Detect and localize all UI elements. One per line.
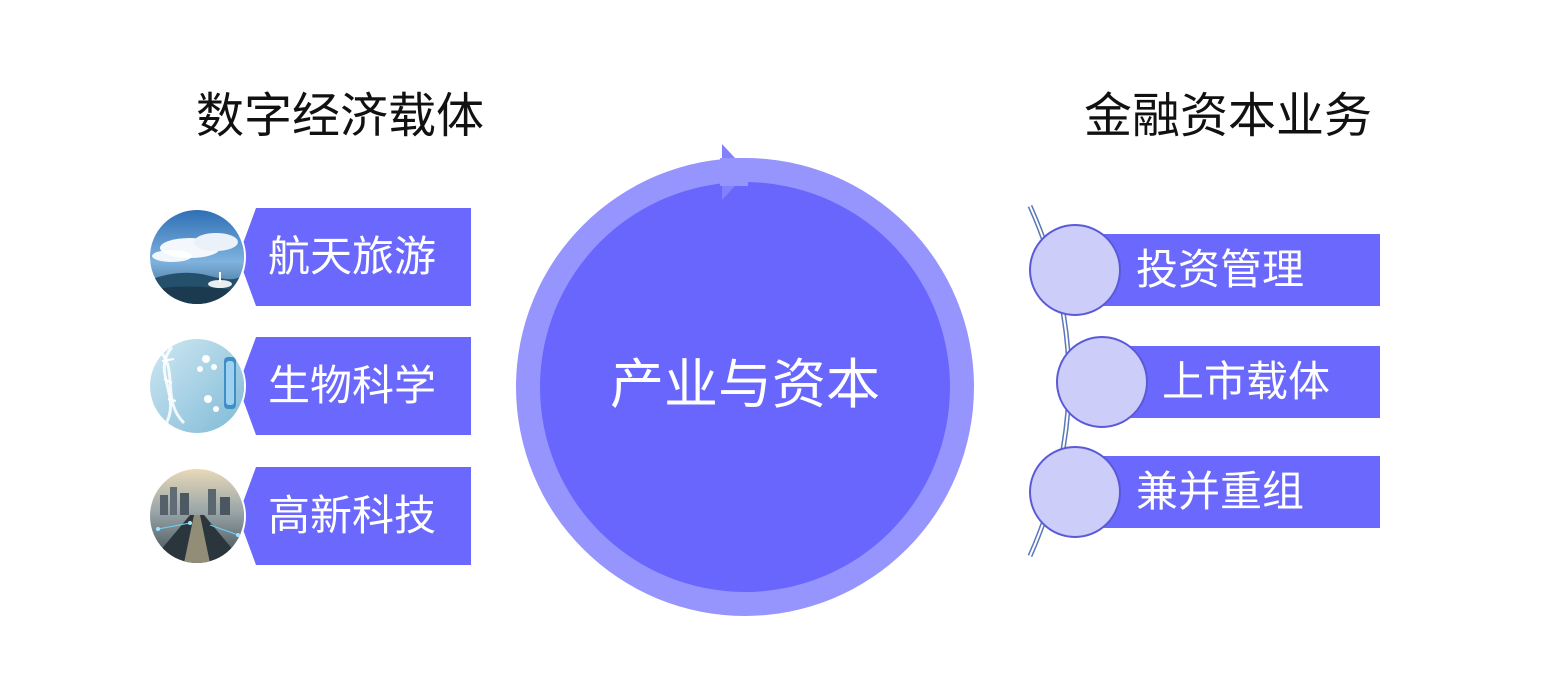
cycle-diagram (516, 144, 974, 616)
left-item-bar-2 (238, 337, 471, 435)
left-item-label-3: 高新科技 (268, 491, 437, 540)
space-tourism-photo (148, 208, 246, 306)
right-heading: 金融资本业务 (1084, 88, 1373, 144)
right-item-label-3: 兼并重组 (1136, 467, 1305, 516)
inner-circle (540, 182, 950, 592)
left-item-bar-3 (238, 467, 471, 565)
left-item-label-1: 航天旅游 (268, 232, 437, 281)
bubble-3 (1029, 446, 1121, 538)
bioscience-photo (148, 337, 246, 435)
right-item-bar-3 (1080, 456, 1380, 528)
arrow-base (720, 158, 748, 186)
right-item-label-2: 上市载体 (1162, 357, 1331, 406)
center-label: 产业与资本 (610, 353, 880, 416)
right-item-bar-1 (1080, 234, 1380, 306)
bubble-1 (1029, 224, 1121, 316)
left-heading: 数字经济载体 (196, 88, 485, 144)
left-item-label-2: 生物科学 (268, 361, 437, 410)
right-item-label-1: 投资管理 (1136, 245, 1305, 294)
left-item-bar-1 (238, 208, 471, 306)
high-tech-photo (148, 467, 246, 565)
bubble-2 (1056, 336, 1148, 428)
